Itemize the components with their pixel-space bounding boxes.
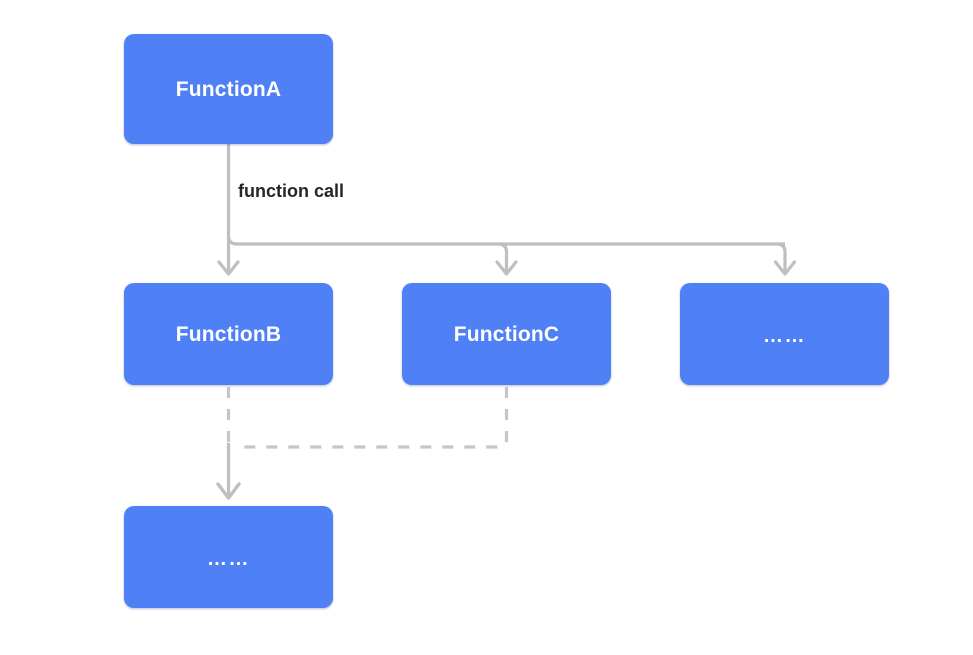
node-function-a[interactable]: FunctionA [124,34,333,144]
arrowhead-to-function-b [217,260,240,276]
node-more-right[interactable]: …… [680,283,889,385]
arrowhead-to-more-right [773,260,797,276]
edge-drop-to-more-right [776,242,787,272]
node-function-b[interactable]: FunctionB [124,283,333,385]
node-more-bottom-label: …… [207,548,250,570]
edge-dashed-from-function-c [237,387,509,449]
edge-drop-to-function-c [497,242,509,272]
arrowhead-to-function-c [495,260,518,276]
edge-dashed-from-function-b [226,387,238,449]
node-function-c-label: FunctionC [453,322,560,346]
node-function-c[interactable]: FunctionC [402,283,611,385]
node-function-a-label: FunctionA [175,77,282,101]
arrowhead-to-more-bottom [216,482,241,500]
edge-bus-horizontal [226,228,785,246]
node-more-bottom[interactable]: …… [124,506,333,608]
node-function-b-label: FunctionB [175,322,282,346]
node-more-right-label: …… [763,325,806,347]
edge-label-function-call: function call [238,181,345,201]
